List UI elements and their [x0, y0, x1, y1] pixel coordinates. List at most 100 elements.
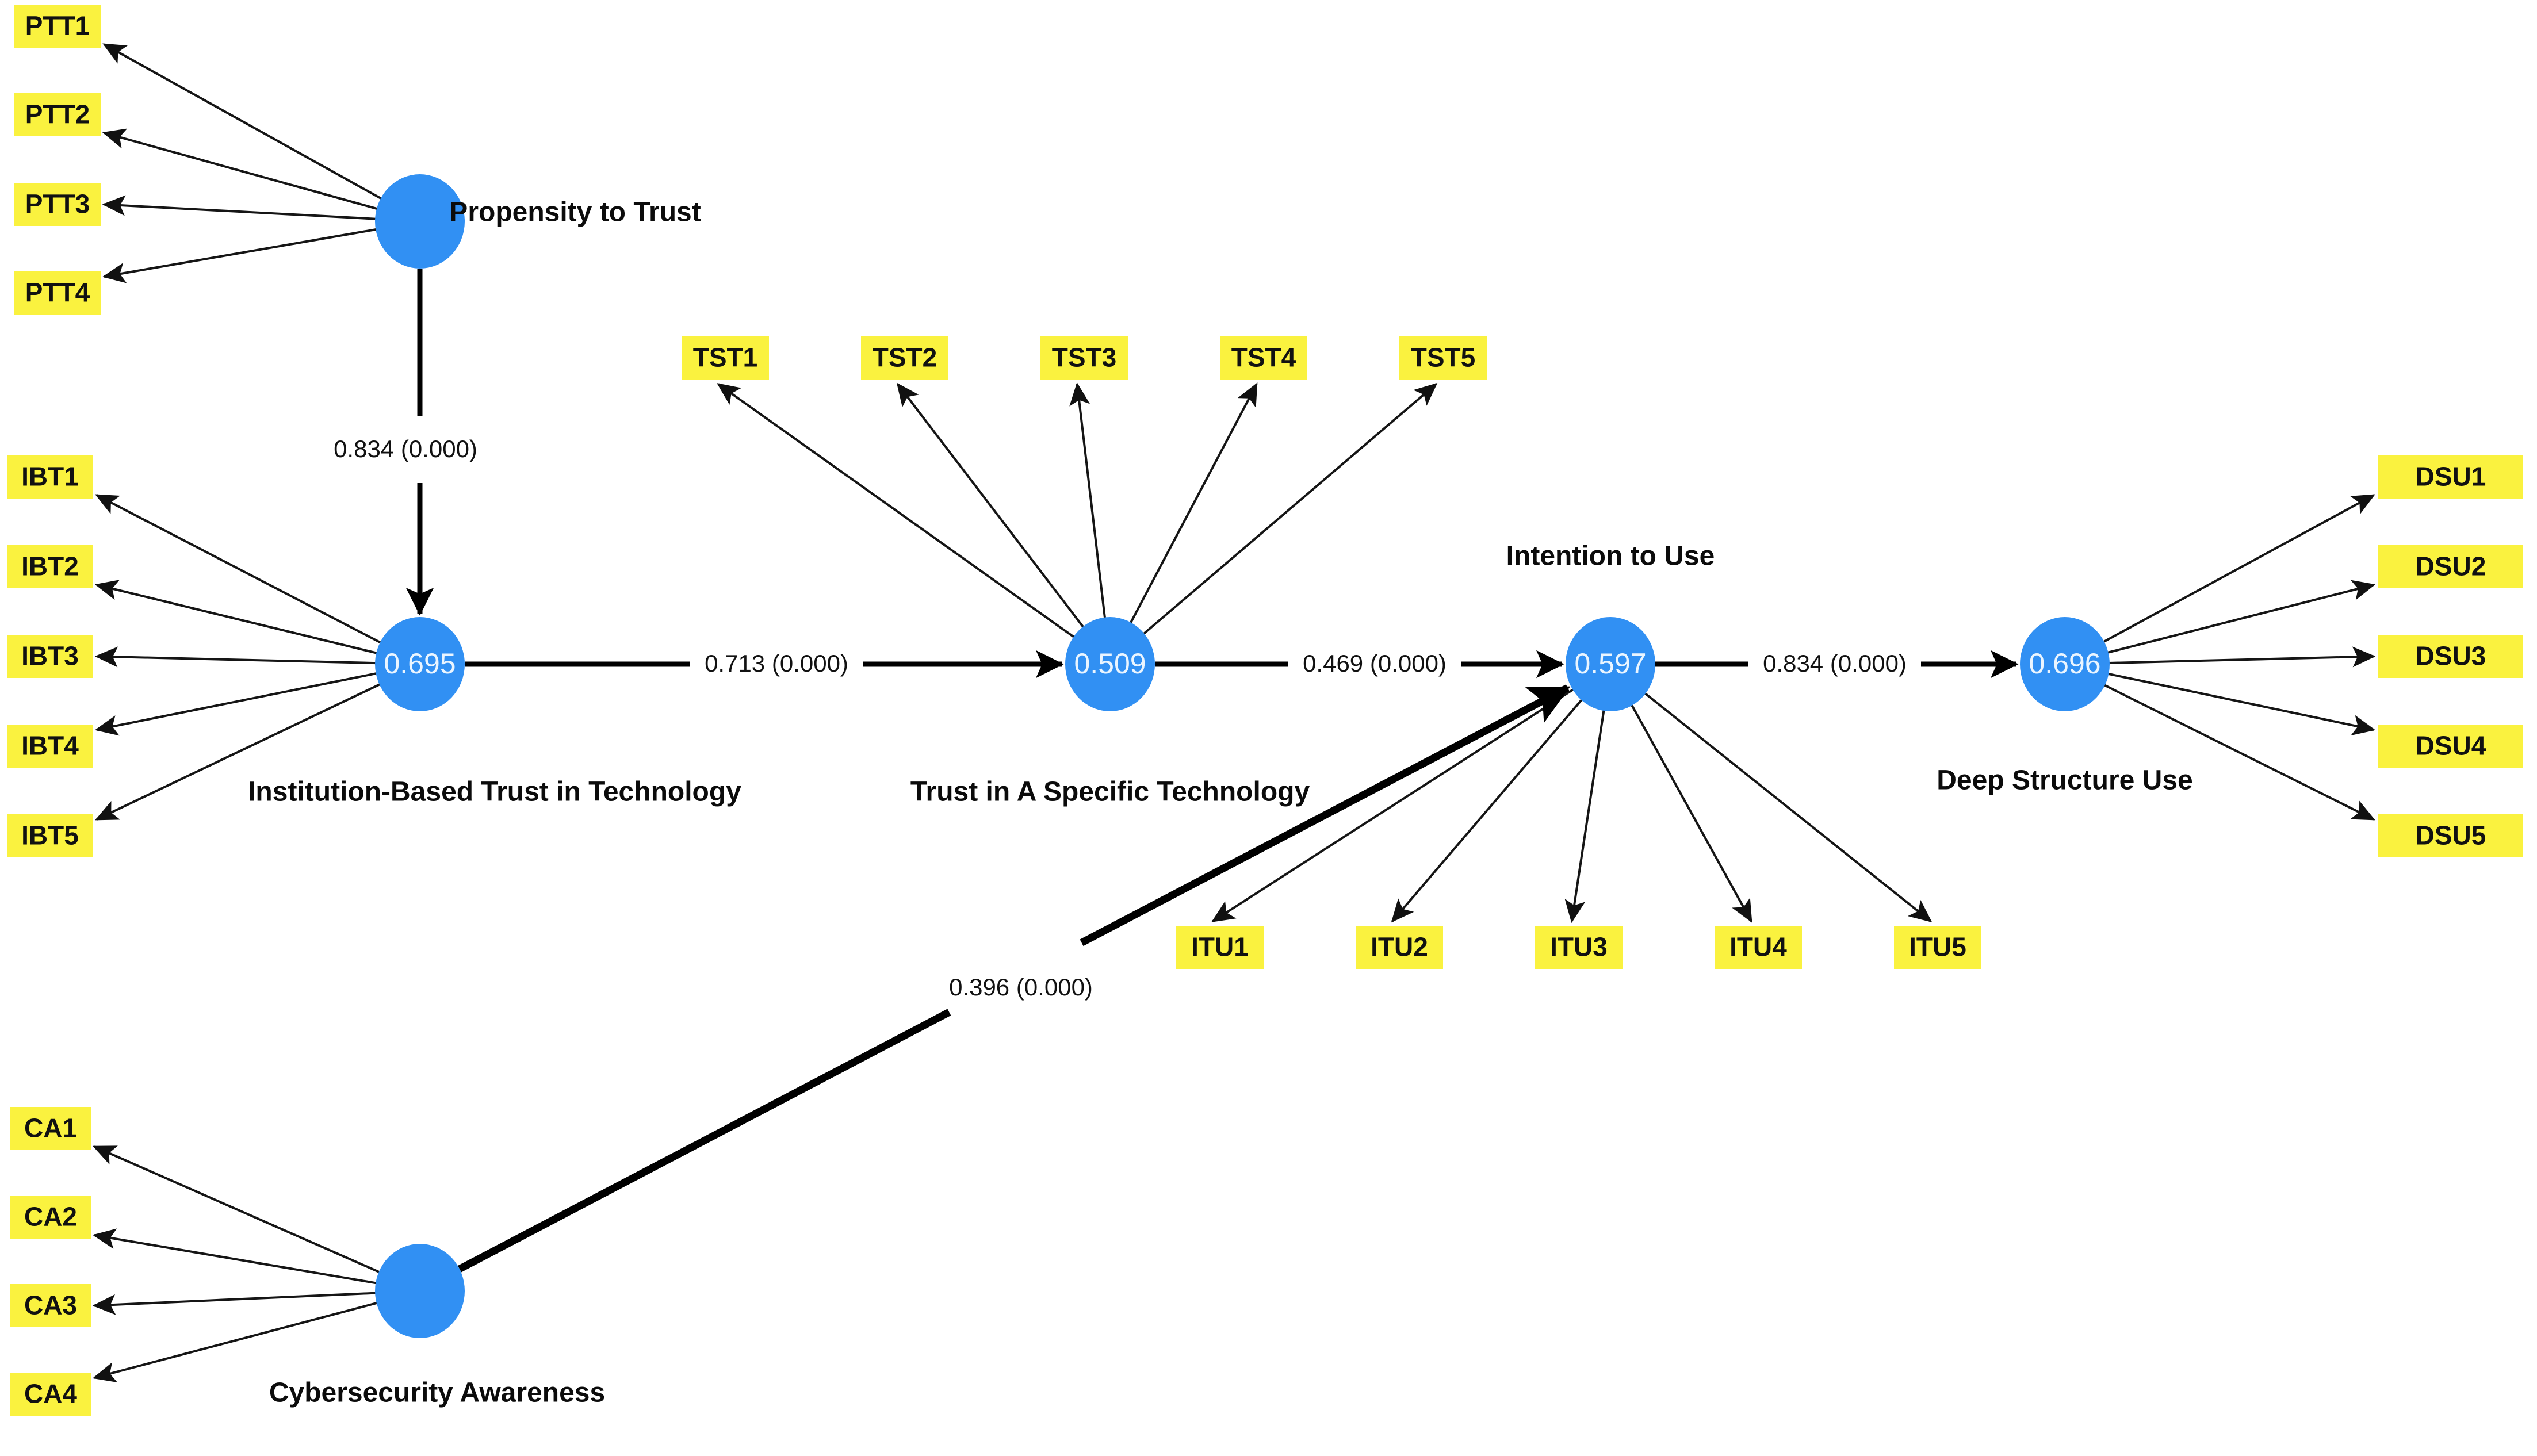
indicator-box-tst5 [1399, 336, 1487, 380]
indicator-box-dsu4 [2378, 725, 2523, 768]
indicator-box-tst3 [1040, 336, 1128, 380]
indicator-label-ibt4: IBT4 [21, 731, 79, 761]
indicator-label-ptt3: PTT3 [25, 189, 90, 219]
measurement-arrow-tst-tst1 [717, 383, 1075, 638]
indicator-label-dsu5: DSU5 [2416, 821, 2486, 850]
indicator-label-ca1: CA1 [24, 1113, 77, 1143]
indicator-box-dsu2 [2378, 545, 2523, 588]
construct-layer: Propensity to Trust 0.695Institution-Base… [248, 174, 2193, 1408]
measurement-arrow-dsu-dsu1 [2103, 494, 2375, 643]
construct-r2-dsu: 0.696 [2029, 647, 2100, 680]
indicator-box-ibt2 [7, 545, 93, 588]
indicator-label-ptt4: PTT4 [25, 278, 90, 308]
construct-node-tst[interactable] [1065, 617, 1155, 711]
indicator-box-itu5 [1894, 926, 1981, 969]
measurement-arrow-ibt-ibt1 [95, 494, 382, 644]
construct-label-ca: Cybersecurity Awareness [269, 1378, 605, 1408]
measurement-arrow-tst-tst4 [1129, 382, 1258, 624]
measurement-arrow-ptt-ptt3 [102, 195, 376, 220]
path-coefficient-tst-itu: 0.469 (0.000) [1303, 650, 1447, 677]
indicator-box-tst4 [1220, 336, 1307, 380]
indicator-box-ca1 [10, 1107, 91, 1150]
indicator-box-ibt4 [7, 725, 93, 768]
measurement-arrow-itu-itu2 [1391, 698, 1583, 923]
indicator-box-tst2 [861, 336, 948, 380]
measurement-arrow-itu-itu5 [1644, 692, 1933, 922]
indicator-box-ca2 [10, 1196, 91, 1239]
measurement-arrow-ca-ca3 [92, 1292, 376, 1315]
structural-arrow-layer [405, 269, 2019, 1273]
measurement-arrow-ibt-ibt4 [94, 672, 377, 736]
measurement-arrow-layer [92, 43, 2376, 1382]
path-label-layer: 0.834 (0.000)0.713 (0.000)0.469 (0.000)0… [334, 435, 1907, 1001]
indicator-label-ibt1: IBT1 [21, 462, 79, 492]
indicator-box-ibt3 [7, 635, 93, 678]
construct-label-dsu: Deep Structure Use [1937, 765, 2192, 796]
indicator-label-ptt2: PTT2 [25, 99, 90, 129]
indicator-box-dsu5 [2378, 814, 2523, 857]
structural-path-ca-itu-seg2 [1080, 684, 1571, 947]
measurement-arrow-tst-tst5 [1142, 382, 1438, 635]
construct-node-itu[interactable] [1566, 617, 1655, 711]
measurement-arrow-itu-itu1 [1211, 688, 1574, 922]
indicator-label-tst1: TST1 [693, 343, 757, 373]
measurement-arrow-dsu-dsu2 [2107, 580, 2376, 654]
indicator-label-itu4: ITU4 [1729, 932, 1787, 962]
indicator-label-dsu1: DSU1 [2416, 462, 2486, 492]
indicator-label-ca4: CA4 [24, 1379, 77, 1409]
measurement-arrow-ptt-ptt4 [102, 228, 377, 283]
indicator-label-itu1: ITU1 [1191, 932, 1249, 962]
indicator-label-tst5: TST5 [1411, 343, 1475, 373]
path-coefficient-itu-dsu: 0.834 (0.000) [1763, 650, 1907, 677]
indicator-box-ca3 [10, 1284, 91, 1327]
construct-r2-ibt: 0.695 [384, 647, 456, 680]
indicator-label-itu2: ITU2 [1371, 932, 1428, 962]
indicator-box-ptt1 [14, 5, 101, 48]
indicator-box-ptt4 [14, 271, 101, 315]
path-coefficient-ptt-ibt: 0.834 (0.000) [334, 435, 477, 462]
indicator-box-itu3 [1535, 926, 1623, 969]
measurement-arrow-ca-ca2 [92, 1228, 377, 1285]
measurement-arrow-dsu-dsu3 [2109, 646, 2376, 668]
indicator-label-itu5: ITU5 [1909, 932, 1966, 962]
construct-node-ptt[interactable] [375, 174, 465, 269]
construct-label-ibt: Institution-Based Trust in Technology [248, 777, 741, 807]
indicator-label-dsu3: DSU3 [2416, 641, 2486, 671]
indicator-box-itu2 [1356, 926, 1443, 969]
indicator-box-ibt1 [7, 455, 93, 499]
indicator-box-ca4 [10, 1373, 91, 1416]
indicator-label-ibt2: IBT2 [21, 551, 79, 581]
construct-node-dsu[interactable] [2020, 617, 2110, 711]
construct-node-ibt[interactable] [375, 617, 465, 711]
measurement-arrow-ibt-ibt2 [94, 580, 378, 654]
construct-node-ca[interactable] [375, 1244, 465, 1338]
indicator-label-tst2: TST2 [873, 343, 937, 373]
indicator-label-dsu4: DSU4 [2416, 731, 2486, 761]
measurement-arrow-dsu-dsu5 [2103, 684, 2375, 821]
indicator-box-dsu3 [2378, 635, 2523, 678]
measurement-arrow-ca-ca4 [92, 1301, 378, 1382]
indicator-label-tst3: TST3 [1052, 343, 1116, 373]
indicator-label-ca3: CA3 [24, 1290, 77, 1320]
construct-r2-tst: 0.509 [1074, 647, 1146, 680]
indicator-label-ca2: CA2 [24, 1202, 77, 1232]
construct-r2-itu: 0.597 [1574, 647, 1646, 680]
indicator-box-ibt5 [7, 814, 93, 857]
indicator-box-tst1 [682, 336, 769, 380]
indicator-label-itu3: ITU3 [1550, 932, 1608, 962]
indicator-box-dsu1 [2378, 455, 2523, 499]
indicator-box-ptt3 [14, 183, 101, 226]
measurement-arrow-tst-tst3 [1069, 382, 1107, 619]
structural-path-ca-itu-seg1 [457, 1009, 951, 1273]
indicator-label-ibt3: IBT3 [21, 641, 79, 671]
indicator-layer: PTT1PTT2PTT3PTT4IBT1IBT2IBT3IBT4IBT5TST1… [7, 5, 2523, 1416]
measurement-arrow-itu-itu3 [1564, 710, 1605, 924]
measurement-arrow-dsu-dsu4 [2107, 672, 2376, 736]
indicator-label-dsu2: DSU2 [2416, 551, 2486, 581]
construct-label-ptt: Propensity to Trust [449, 197, 701, 228]
construct-label-tst: Trust in A Specific Technology [910, 777, 1310, 807]
measurement-arrow-ptt-ptt2 [102, 128, 378, 210]
indicator-label-tst4: TST4 [1231, 343, 1296, 373]
